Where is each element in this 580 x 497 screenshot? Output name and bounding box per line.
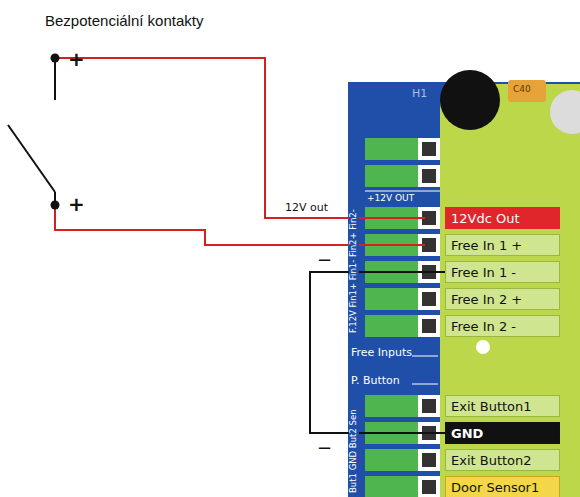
- terminal-label: Door Sensor1: [445, 476, 560, 497]
- buzzer: [440, 70, 500, 130]
- terminal-label: Exit Button1: [445, 395, 560, 417]
- contact-lead: [54, 58, 56, 100]
- contact-dot: [51, 54, 60, 63]
- jumper-wire: [310, 272, 445, 433]
- switch-blade: [8, 125, 55, 192]
- terminal-name: Free In 2 +: [451, 292, 522, 307]
- mounting-hole: [476, 340, 490, 354]
- circuit-board: [348, 82, 580, 497]
- pin-group-name: +12V OUT: [367, 193, 414, 203]
- wire: [55, 58, 425, 218]
- terminal-name: 12Vdc Out: [451, 211, 520, 226]
- terminal-label: 12Vdc Out: [445, 207, 560, 229]
- pin-names: But1 GND But2 Sen: [349, 408, 359, 494]
- bracket: [412, 356, 438, 384]
- capacitor: [508, 80, 546, 102]
- title: Bezpotenciální kontakty: [45, 12, 203, 29]
- terminal-name: Free In 1 -: [451, 265, 516, 280]
- wire-label: 12V out: [285, 202, 328, 215]
- terminal-label: Free In 2 +: [445, 288, 560, 310]
- terminal-label: GND: [445, 422, 560, 444]
- terminal-label: Exit Button2: [445, 449, 560, 471]
- terminal-name: Exit Button2: [451, 453, 532, 468]
- contact-dot: [51, 201, 60, 210]
- terminal-name: Exit Button1: [451, 399, 532, 414]
- terminal-label: Free In 1 +: [445, 234, 560, 256]
- terminal-label: Free In 1 -: [445, 261, 560, 283]
- component-name: H1: [412, 88, 427, 101]
- terminal-label: Free In 2 -: [445, 315, 560, 337]
- terminal-name: Door Sensor1: [451, 480, 539, 495]
- wire: [55, 205, 425, 245]
- group-name: Free Inputs: [351, 347, 412, 360]
- pin-names: F.12V Fin1+ Fin1- Fin2+ Fin2-: [349, 208, 359, 334]
- component: [550, 90, 580, 134]
- component-name: C40: [513, 84, 531, 94]
- group-name: P. Button: [351, 375, 400, 388]
- terminal-block: [365, 138, 440, 191]
- polarity-mark: +: [68, 48, 85, 71]
- terminal-name: Free In 2 -: [451, 319, 516, 334]
- polarity-mark: +: [68, 193, 85, 216]
- label-panel: [440, 84, 580, 497]
- polarity-mark: −: [317, 250, 332, 271]
- polarity-mark: −: [317, 438, 332, 459]
- terminal-name: GND: [451, 426, 483, 441]
- terminal-name: Free In 1 +: [451, 238, 522, 253]
